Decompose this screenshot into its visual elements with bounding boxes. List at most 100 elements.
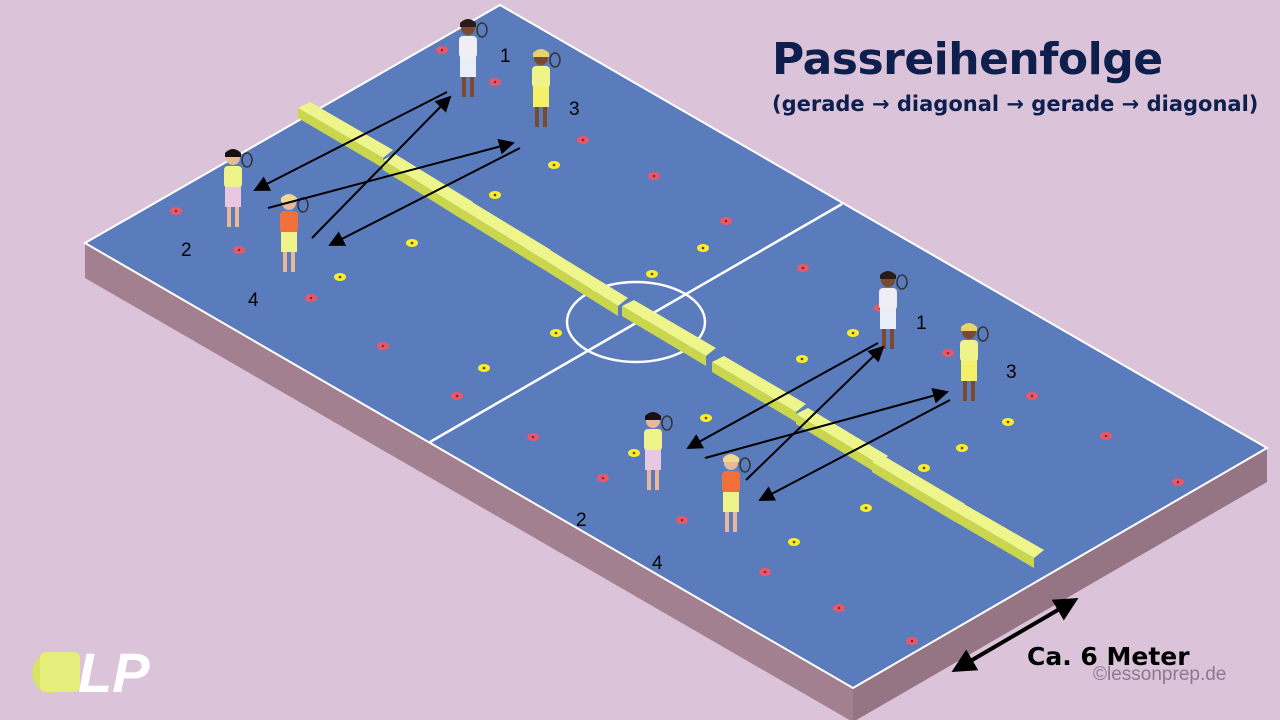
- cone-hole: [864, 506, 868, 510]
- bench-top: [796, 408, 888, 464]
- player-shorts: [281, 232, 297, 252]
- cone-hole: [1006, 420, 1010, 424]
- cone-hole: [922, 466, 926, 470]
- player-shirt: [532, 66, 550, 88]
- player-shirt: [644, 429, 662, 451]
- player-number: 4: [248, 290, 259, 311]
- player-shirt: [280, 211, 298, 233]
- bench-top: [383, 154, 473, 210]
- player-number: 1: [500, 46, 511, 67]
- bench-side: [383, 160, 463, 220]
- players: [224, 19, 989, 532]
- cone-hole: [680, 518, 684, 522]
- player-number: 2: [181, 240, 192, 261]
- player-leg: [655, 470, 659, 490]
- cone-hole: [837, 606, 841, 610]
- player: [722, 454, 751, 532]
- cone-hole: [601, 476, 605, 480]
- pass-arrow: [328, 147, 521, 246]
- cone-hole: [650, 272, 654, 276]
- pass-arrow: [758, 399, 951, 501]
- player-hair: [880, 271, 896, 279]
- bench-side: [460, 208, 541, 268]
- player-leg: [543, 107, 547, 127]
- player-leg: [647, 470, 651, 490]
- cone-hole: [960, 446, 964, 450]
- cone-hole: [910, 639, 914, 643]
- player-leg: [971, 381, 975, 401]
- racket-icon: [549, 52, 561, 68]
- player: [459, 19, 488, 97]
- bench-top: [460, 202, 551, 258]
- racket-icon: [476, 22, 488, 38]
- pass-arrow: [745, 345, 885, 481]
- cone-hole: [581, 138, 585, 142]
- bench-side: [796, 414, 878, 474]
- player-number: 3: [1006, 362, 1017, 383]
- cone-hole: [410, 241, 414, 245]
- player-hair: [961, 323, 977, 331]
- player-leg: [470, 77, 474, 97]
- cone-hole: [851, 331, 855, 335]
- player-number: 2: [576, 510, 587, 531]
- cone-hole: [792, 540, 796, 544]
- player: [224, 149, 253, 227]
- cone-hole: [552, 163, 556, 167]
- bench-top: [872, 456, 965, 512]
- cones: [170, 46, 1184, 645]
- bench-top: [298, 102, 393, 158]
- distance-label: Ca. 6 Meter: [1027, 642, 1190, 671]
- page-subtitle: (gerade → diagonal → gerade → diagonal): [772, 92, 1259, 116]
- player: [644, 412, 673, 490]
- bench-side: [952, 510, 1034, 568]
- player-shorts: [645, 450, 661, 470]
- cone-hole: [381, 344, 385, 348]
- player-hair: [723, 454, 739, 462]
- player-leg: [462, 77, 466, 97]
- cone-hole: [309, 296, 313, 300]
- bench-top: [952, 504, 1044, 558]
- player: [879, 271, 908, 349]
- whistle-body: [40, 652, 80, 692]
- cone-hole: [237, 248, 241, 252]
- player-shirt: [960, 340, 978, 362]
- player-number: 3: [569, 99, 580, 120]
- benches: [298, 102, 1044, 568]
- player-shirt: [224, 166, 242, 188]
- cone-hole: [801, 266, 805, 270]
- bench-top: [712, 356, 806, 412]
- cone-hole: [493, 193, 497, 197]
- court-side-left: [85, 243, 853, 720]
- racket-icon: [739, 457, 751, 473]
- cone-hole: [1104, 434, 1108, 438]
- player-leg: [882, 329, 886, 349]
- player-leg: [725, 512, 729, 532]
- cone-hole: [763, 570, 767, 574]
- cone-hole: [704, 416, 708, 420]
- player-leg: [535, 107, 539, 127]
- bench-side: [712, 362, 796, 422]
- player-leg: [291, 252, 295, 272]
- pass-arrow: [686, 342, 879, 449]
- bench-top: [622, 300, 716, 356]
- cone-hole: [440, 48, 444, 52]
- bench-side: [298, 108, 383, 168]
- racket-icon: [241, 152, 253, 168]
- player-shorts: [533, 87, 549, 107]
- bench-side: [872, 462, 955, 522]
- cone-hole: [338, 275, 342, 279]
- pass-arrow: [311, 95, 452, 239]
- cone-hole: [701, 246, 705, 250]
- player: [960, 323, 989, 401]
- player-hair: [645, 412, 661, 420]
- player-leg: [283, 252, 287, 272]
- player-leg: [235, 207, 239, 227]
- player-leg: [227, 207, 231, 227]
- pass-arrow: [704, 387, 949, 459]
- cone-hole: [1030, 394, 1034, 398]
- cone-hole: [455, 394, 459, 398]
- bench-side: [622, 306, 706, 366]
- pass-arrows: [253, 91, 951, 501]
- player-shorts: [880, 309, 896, 329]
- racket-icon: [977, 326, 989, 342]
